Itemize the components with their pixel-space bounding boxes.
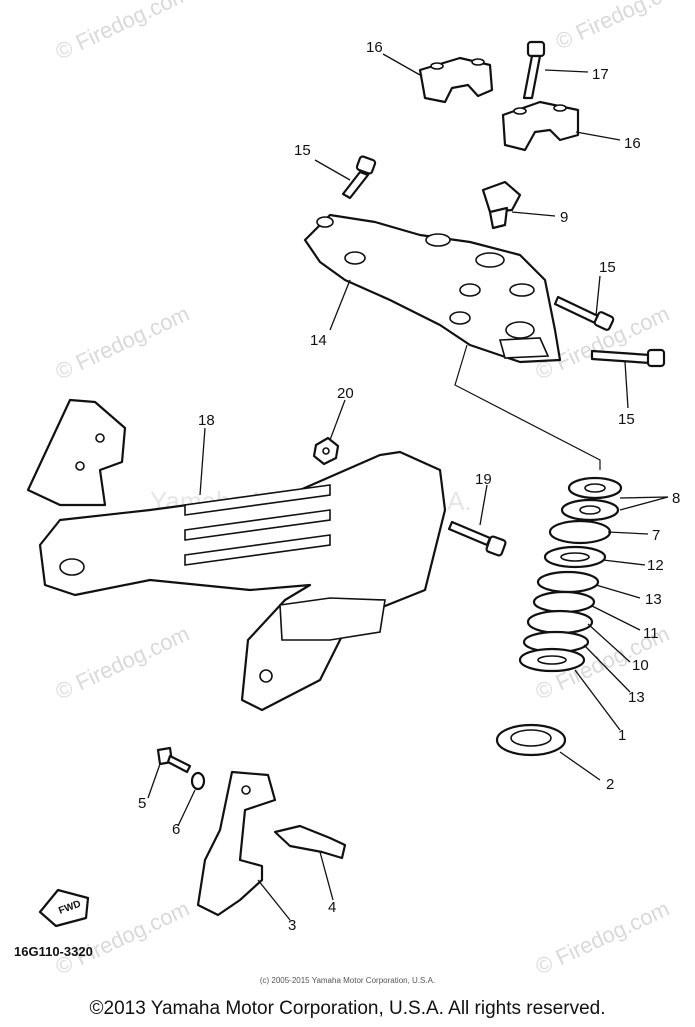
assembly-leader (454, 344, 601, 470)
part-3-plate (196, 770, 277, 917)
callout-4: 4 (328, 899, 336, 916)
callout-20: 20 (337, 385, 354, 402)
callout-15-low: 15 (618, 411, 635, 428)
callout-9: 9 (560, 209, 568, 226)
callout-8: 8 (672, 490, 680, 507)
small-copyright: (c) 2005-2015 Yamaha Motor Corporation, … (259, 976, 436, 985)
callout-15-mid: 15 (599, 259, 616, 276)
part-5-bolt (156, 746, 192, 774)
footer-copyright: ©2013 Yamaha Motor Corporation, U.S.A. A… (89, 998, 606, 1019)
callout-14: 14 (310, 332, 327, 349)
watermark: © Firedog.com (52, 301, 194, 385)
part-6-washer (190, 771, 206, 791)
watermark: © Firedog.com (532, 896, 674, 980)
callout-16-bottom: 16 (624, 135, 641, 152)
leader-lines (147, 53, 669, 921)
part-14-crown (303, 213, 562, 364)
part-15-bolt-mid (553, 295, 615, 331)
part-15-bolt-low (590, 348, 666, 368)
callout-12: 12 (647, 557, 664, 574)
part-2-seal (495, 723, 567, 757)
callout-5: 5 (138, 795, 146, 812)
reference-code: 16G110-3320 (14, 944, 93, 959)
part-17-bolt (522, 40, 546, 100)
part-20-nut (312, 436, 340, 466)
callout-13-top: 13 (645, 591, 662, 608)
steering-stem-stack (518, 476, 623, 673)
callout-3: 3 (288, 917, 296, 934)
part-16-upper (418, 56, 494, 104)
callout-7: 7 (652, 527, 660, 544)
part-18-bracket (26, 398, 447, 712)
part-9-bolt (481, 180, 522, 230)
callout-labels: 16 17 16 15 9 15 14 15 20 18 19 8 7 12 1… (138, 39, 680, 934)
callout-6: 6 (172, 821, 180, 838)
callout-1: 1 (618, 727, 626, 744)
part-19-bolt (447, 520, 507, 557)
callout-10: 10 (632, 657, 649, 674)
part-15-bolt-top (341, 155, 377, 200)
callout-19: 19 (475, 471, 492, 488)
part-4-clamp (273, 824, 347, 860)
callout-2: 2 (606, 776, 614, 793)
watermark: © Firedog.com (52, 0, 194, 65)
callout-17: 17 (592, 66, 609, 83)
callout-18: 18 (198, 412, 215, 429)
part-16-lower (501, 100, 580, 152)
callout-15-top: 15 (294, 142, 311, 159)
watermark: © Firedog.com (52, 621, 194, 705)
callout-16-top: 16 (366, 39, 383, 56)
watermark: © Firedog.com (552, 0, 694, 55)
callout-11: 11 (643, 625, 659, 642)
callout-13-bottom: 13 (628, 689, 645, 706)
fwd-arrow-icon: FWD (38, 888, 90, 928)
